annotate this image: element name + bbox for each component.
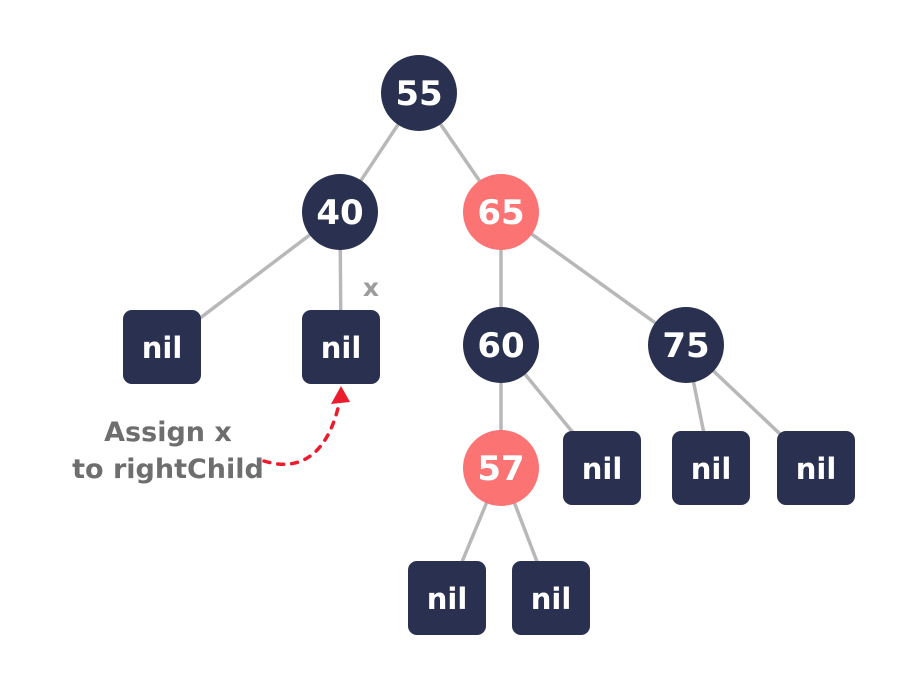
nil-square xyxy=(563,431,641,505)
annotation-line-2: to rightChild xyxy=(72,454,264,485)
nil-node-57-right: nil xyxy=(512,561,590,635)
nil-label: nil xyxy=(321,331,362,365)
annotation-text: Assign x to rightChild xyxy=(72,417,264,485)
node-57-label: 57 xyxy=(477,449,524,489)
node-65-circle xyxy=(463,174,539,250)
node-65-label: 65 xyxy=(477,193,524,233)
nil-label: nil xyxy=(531,582,572,616)
nil-square xyxy=(672,431,750,505)
nil-label: nil xyxy=(582,452,623,486)
nil-node-57-left: nil xyxy=(408,561,486,635)
nil-node-40-left: nil xyxy=(123,310,201,384)
nil-label: nil xyxy=(796,452,837,486)
node-75-circle xyxy=(648,307,724,383)
nil-label: nil xyxy=(691,452,732,486)
node-55: 55 xyxy=(381,55,457,131)
nil-square xyxy=(512,561,590,635)
annotation-line-1: Assign x xyxy=(104,417,232,448)
arrow-dashed-path xyxy=(262,402,341,467)
nil-node-75-left: nil xyxy=(672,431,750,505)
nil-square xyxy=(302,310,380,384)
nil-node-60-right: nil xyxy=(563,431,641,505)
node-55-circle xyxy=(381,55,457,131)
node-40-circle xyxy=(302,174,378,250)
nil-node-40-right: nil xyxy=(302,310,380,384)
x-pointer-label: x xyxy=(363,273,379,302)
assign-arrow xyxy=(262,386,350,467)
nil-square xyxy=(408,561,486,635)
node-57: 57 xyxy=(463,430,539,506)
nil-square xyxy=(777,431,855,505)
arrow-head-icon xyxy=(331,386,350,404)
node-60-label: 60 xyxy=(477,326,524,366)
nil-node-75-right: nil xyxy=(777,431,855,505)
node-40: 40 xyxy=(302,174,378,250)
node-40-label: 40 xyxy=(316,193,363,233)
node-60-circle xyxy=(463,307,539,383)
node-55-label: 55 xyxy=(395,74,442,114)
nil-label: nil xyxy=(427,582,468,616)
node-75: 75 xyxy=(648,307,724,383)
node-57-circle xyxy=(463,430,539,506)
node-65: 65 xyxy=(463,174,539,250)
node-75-label: 75 xyxy=(662,326,709,366)
node-60: 60 xyxy=(463,307,539,383)
nil-label: nil xyxy=(142,331,183,365)
nil-square xyxy=(123,310,201,384)
